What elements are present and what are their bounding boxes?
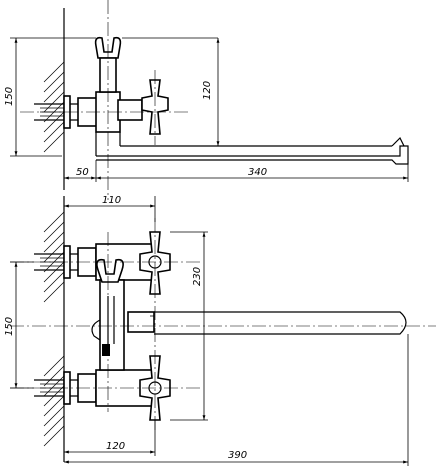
wall-hatch-top xyxy=(43,61,65,153)
wall-hatch-front-lower xyxy=(43,355,65,447)
dim-label-230: 230 xyxy=(192,267,203,286)
dim-150-top: 150 xyxy=(4,37,96,157)
front-view: 110 xyxy=(4,195,436,466)
shower-holder-top xyxy=(94,0,122,200)
wall-hatch-front-upper xyxy=(43,211,65,303)
dim-label-50-top: 50 xyxy=(76,167,89,178)
dim-label-340-top: 340 xyxy=(248,167,267,178)
dim-110: 110 xyxy=(64,195,156,222)
dim-label-390: 390 xyxy=(228,450,247,461)
dim-50-340-top: 50 340 xyxy=(64,160,409,182)
dim-label-150-front: 150 xyxy=(4,317,15,336)
dim-label-110: 110 xyxy=(102,195,121,206)
dim-120-front: 120 xyxy=(64,420,156,456)
dim-390: 390 xyxy=(64,334,409,466)
spout-top xyxy=(96,136,409,165)
dim-150-front: 150 xyxy=(4,261,34,389)
dim-230: 230 xyxy=(170,231,208,421)
top-view: 150 120 50 340 xyxy=(4,0,409,200)
dim-120-top: 120 xyxy=(122,37,220,146)
dim-label-120-top: 120 xyxy=(202,81,213,100)
dim-label-120-front: 120 xyxy=(106,441,125,452)
shower-holder-front xyxy=(96,258,124,283)
handle-top xyxy=(141,70,169,145)
dim-label-150-top: 150 xyxy=(4,87,15,106)
spout-front xyxy=(127,311,407,335)
diverter-block xyxy=(102,344,110,356)
